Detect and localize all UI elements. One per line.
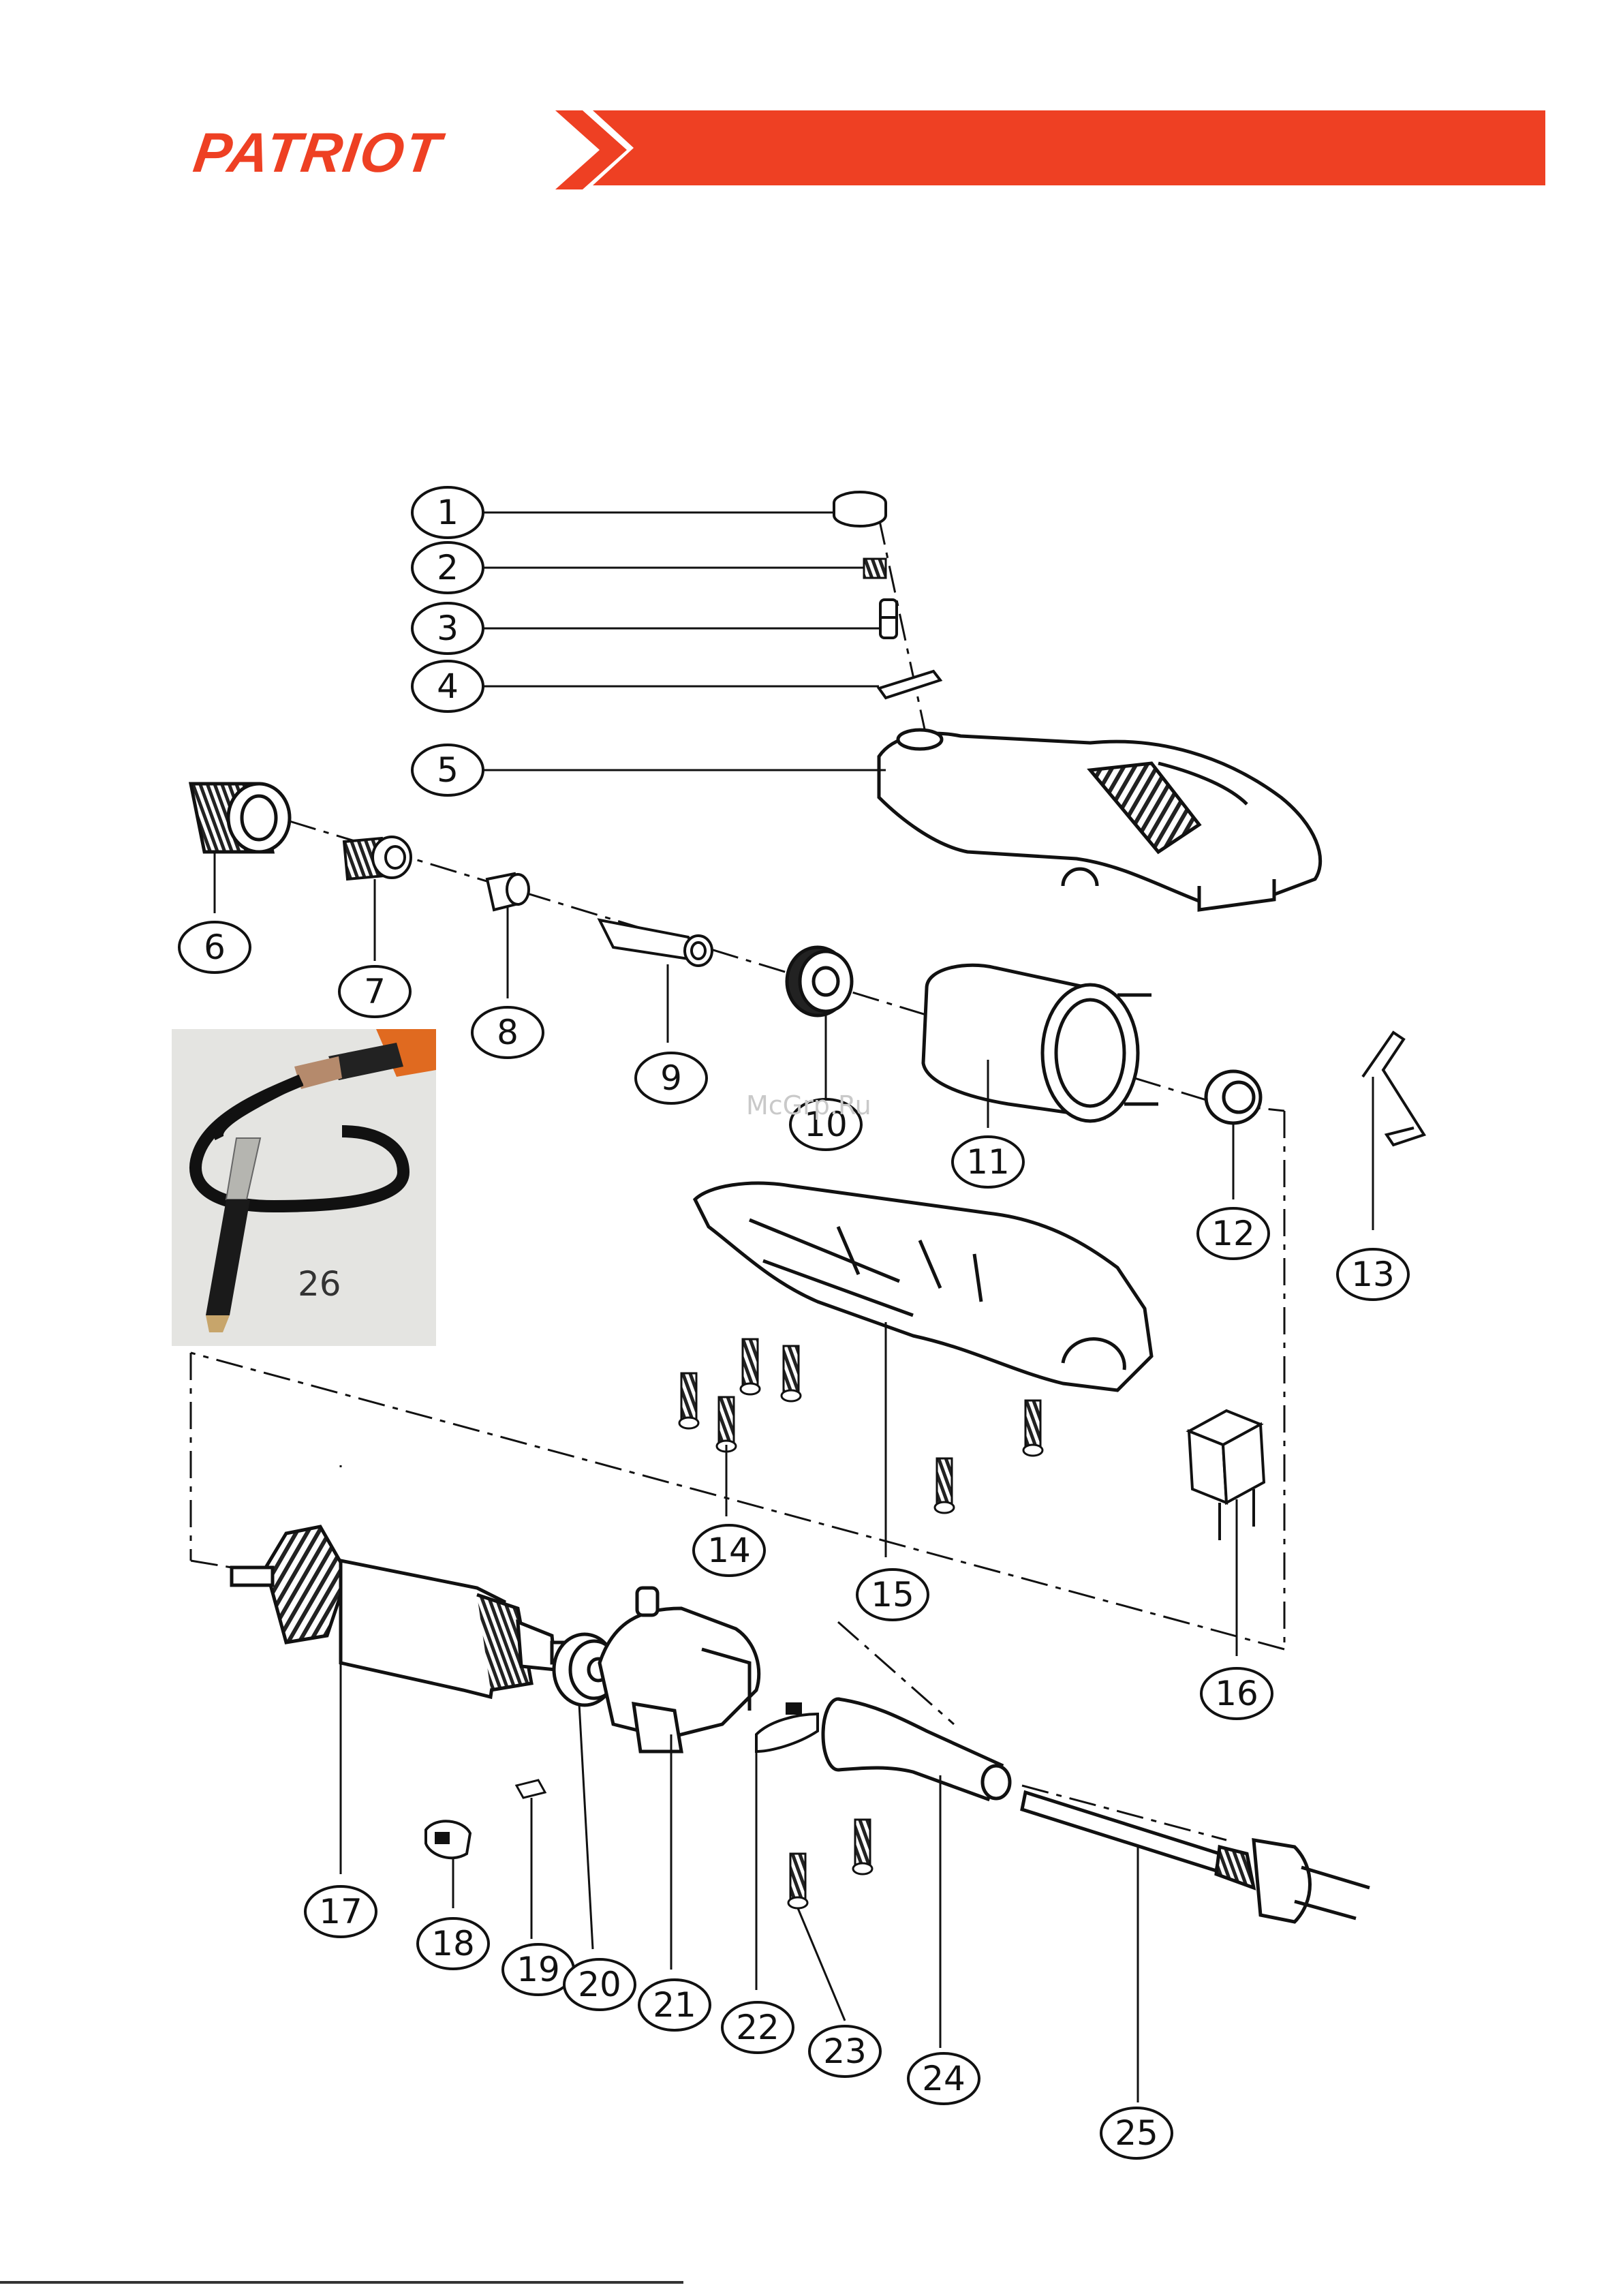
callout-part-4: 4 [412,661,483,711]
part-cap-shape [834,492,886,526]
callout-part-20: 20 [564,1959,635,2010]
callout-number: 20 [578,1965,621,2004]
callout-part-2: 2 [412,542,483,593]
callout-number: 14 [707,1531,751,1570]
callout-part-26-label: 26 [298,1264,341,1304]
part-bearing-shape [787,947,852,1015]
callout-part-5: 5 [412,745,483,795]
part-clamp-screws-shape [788,1820,872,1908]
callout-number: 6 [204,928,226,967]
callout-part-13: 13 [1338,1249,1408,1300]
callout-part-17: 17 [305,1886,376,1937]
part-spring-shape [864,559,886,578]
callout-number: 23 [823,2032,867,2071]
callout-part-3: 3 [412,603,483,654]
footer-rule [0,2281,683,2284]
callout-part-24: 24 [908,2053,979,2104]
callout-part-16: 16 [1201,1668,1272,1719]
callout-part-12: 12 [1198,1208,1269,1259]
callout-part-25: 25 [1101,2108,1172,2158]
callout-number: 18 [431,1924,475,1963]
part-cable-sleeve-shape [823,1699,1010,1799]
callout-number: 19 [516,1950,560,1989]
part-screws-shape [679,1339,1042,1513]
callout-number: 17 [319,1892,362,1931]
part-plate-shape [879,671,940,698]
flexible-shaft-photo: 26 [172,1029,436,1346]
part-brush-shape [516,1780,545,1798]
callout-number: 22 [736,2008,779,2047]
callout-number: 7 [364,972,386,1011]
callout-number: 9 [660,1058,682,1098]
callout-part-18: 18 [418,1918,489,1969]
part-pin-shape [880,600,897,638]
callout-part-21: 21 [639,1980,710,2030]
callout-part-6: 6 [179,922,250,973]
callout-number: 5 [437,750,459,790]
part-collet-shape [487,874,529,910]
part-cable-clamp-shape [756,1704,818,1751]
callout-part-7: 7 [339,966,410,1017]
callout-number: 21 [653,1985,696,2025]
callout-part-23: 23 [809,2026,880,2077]
part-spindle-shape [600,920,712,966]
part-lower-housing-shape [695,1183,1151,1390]
callout-number: 8 [497,1013,519,1052]
callout-number: 25 [1115,2113,1158,2153]
callout-part-15: 15 [857,1570,928,1620]
part-stator-shape [923,965,1158,1121]
callout-part-11: 11 [953,1137,1023,1187]
callout-number: 12 [1211,1214,1255,1253]
part-upper-housing-shape [879,730,1320,910]
callout-part-8: 8 [472,1007,543,1058]
part-power-cord-shape [1022,1792,1370,1922]
part-collet-sleeve-shape [344,837,411,879]
callout-number: 11 [966,1142,1010,1182]
callout-part-14: 14 [694,1525,764,1576]
callout-part-1: 1 [412,487,483,538]
part-brush-holder-shape [600,1588,759,1751]
part-rear-bearing-shape [1206,1071,1261,1123]
callout-number: 2 [437,548,459,587]
watermark: McGrp.Ru [746,1090,871,1120]
part-armature-shape [232,1527,572,1697]
callout-number: 24 [922,2059,965,2098]
callout-part-22: 22 [722,2002,793,2053]
callout-number: 16 [1215,1674,1258,1713]
callout-part-9: 9 [636,1053,707,1103]
part-brush-cap-shape [426,1821,470,1858]
callout-number: 13 [1351,1255,1395,1294]
callout-number: 4 [437,667,459,706]
part-capacitor-shape [1189,1411,1264,1540]
callout-number: 15 [871,1575,914,1614]
callout-number: 1 [437,493,459,532]
part-nut-shape [191,784,290,852]
callout-number: 3 [437,609,459,648]
